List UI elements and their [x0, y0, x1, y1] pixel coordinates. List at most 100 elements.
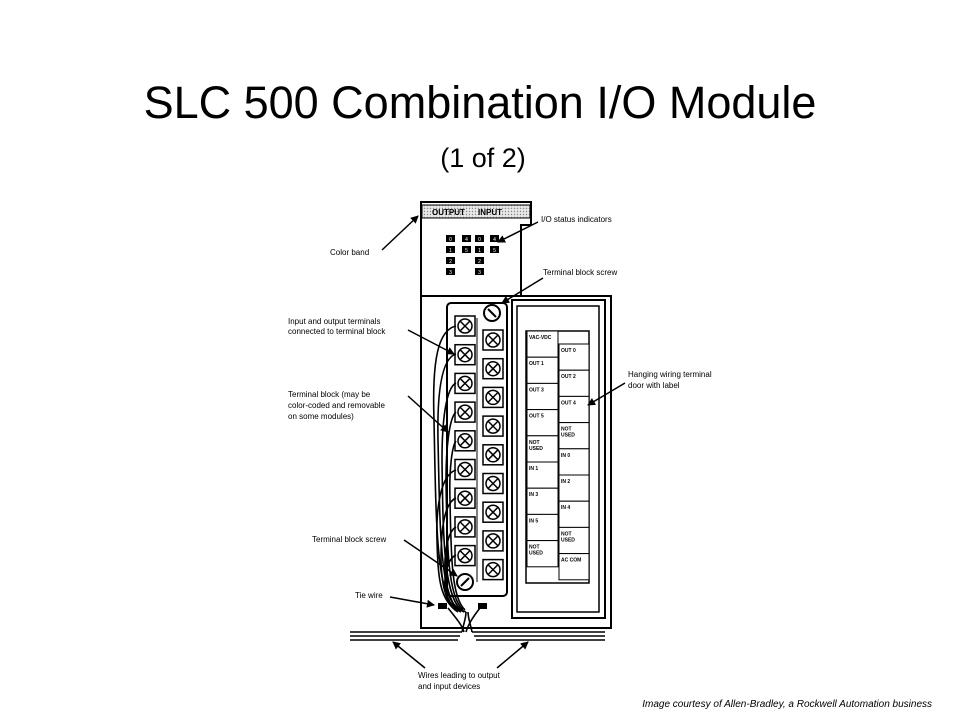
door-label-text: OUT 5: [529, 414, 544, 420]
door-label-cell: IN 4: [558, 500, 590, 528]
led-label: 0: [478, 237, 481, 243]
io-status-led: 3: [446, 268, 455, 276]
terminal-block-screw-bottom-callout: Terminal block screw: [312, 535, 386, 544]
subtitle-text: (1 of 2): [440, 143, 526, 173]
door-label-text: OUT 1: [529, 361, 544, 367]
door-label-cell: IN 3: [526, 487, 559, 515]
door-label-cell: OUT 0: [558, 343, 590, 371]
door-label-cell: AC COM: [558, 553, 590, 581]
door-label-text: IN 5: [529, 518, 538, 524]
door-label-text: USED: [561, 537, 575, 543]
io-terminals-callout-line-2: connected to terminal block: [288, 327, 386, 336]
door-label-text: NOT: [529, 440, 540, 446]
callout-leaders: [381, 215, 626, 669]
hanging-door-callout-line-1: Hanging wiring terminal: [628, 370, 712, 379]
door-label-text: NOT: [561, 531, 572, 537]
wires-callout-line-1: Wires leading to output: [418, 671, 501, 680]
io-status-led: 1: [446, 246, 455, 254]
terminal-screw: [482, 357, 504, 380]
terminal-block-screw-top-callout: Terminal block screw: [543, 268, 617, 277]
door-label-text: OUT 4: [561, 400, 576, 406]
led-label: 3: [478, 270, 481, 276]
door-label-cell: OUT 5: [526, 409, 559, 437]
door-label-cell: IN 2: [558, 474, 590, 502]
terminal-screw: [482, 415, 504, 437]
led-label: 1: [449, 248, 452, 254]
band-input-label: INPUT: [478, 208, 502, 217]
led-label: 4: [493, 237, 496, 243]
io-status-led: 4: [490, 235, 499, 243]
terminal-block-callout-line-2: color-coded and removable: [288, 401, 385, 410]
door-label-cell: VAC-VDC: [526, 330, 559, 358]
led-label: 4: [465, 237, 468, 243]
door-label-cell: IN 0: [558, 448, 590, 476]
led-label: 3: [449, 270, 452, 276]
door-label-text: USED: [561, 433, 575, 439]
terminal-screw: [454, 430, 476, 452]
terminal-block-screw-bottom: [456, 573, 474, 591]
wire-bundle: [350, 325, 605, 641]
tie-wire-callout: Tie wire: [355, 591, 383, 600]
io-status-led: 0: [475, 235, 484, 243]
door-label-text: OUT 2: [561, 374, 576, 380]
terminal-screw: [454, 458, 476, 481]
door-label-cell: OUT 2: [558, 369, 590, 397]
io-status-indicators-callout: I/O status indicators: [541, 215, 612, 224]
led-label: 0: [449, 237, 452, 243]
terminal-screw: [482, 329, 504, 351]
terminal-screw: [454, 372, 476, 395]
hanging-door-callout-line-2: door with label: [628, 381, 680, 390]
io-status-led: 5: [490, 246, 499, 254]
terminal-screw: [482, 530, 504, 552]
color-band-callout: Color band: [330, 248, 369, 257]
terminal-block-callout-line-1: Terminal block (may be: [288, 390, 371, 399]
page-title: SLC 500 Combination I/O Module: [143, 77, 817, 128]
page-subtitle: (1 of 2): [0, 142, 960, 174]
io-status-led: 0: [446, 235, 455, 243]
door-label-text: NOT: [561, 427, 572, 433]
terminal-screw: [454, 544, 476, 567]
door-label-text: IN 3: [529, 492, 538, 498]
terminal-screw: [454, 315, 476, 337]
door-label-text: AC COM: [561, 558, 581, 564]
led-label: 2: [478, 259, 481, 265]
door-label-cell: OUT 4: [558, 395, 590, 424]
io-status-led: 5: [462, 246, 471, 254]
io-status-led: 2: [475, 257, 484, 265]
door-label-text: IN 0: [561, 453, 570, 459]
door-label-text: IN 2: [561, 479, 570, 485]
door-label-text: VAC-VDC: [529, 335, 552, 341]
tie-wire: [438, 603, 487, 609]
io-terminals-callout-line-1: Input and output terminals: [288, 317, 381, 326]
terminal-block-callout-line-3: on some modules): [288, 412, 354, 421]
door-label-cell: OUT 1: [526, 356, 559, 384]
led-label: 5: [465, 248, 468, 254]
terminal-screw: [482, 501, 504, 523]
terminal-screw: [454, 516, 476, 538]
terminal-screw: [454, 343, 476, 366]
terminal-screw: [482, 558, 504, 581]
door-label-text: OUT 0: [561, 348, 576, 354]
wires-callout-line-2: and input devices: [418, 682, 480, 691]
terminal-block: [446, 302, 508, 597]
door-label-text: IN 1: [529, 466, 538, 472]
terminal-screw: [482, 472, 504, 495]
band-output-label: OUTPUT: [432, 208, 465, 217]
terminal-screw: [454, 401, 476, 423]
terminal-screw: [482, 386, 504, 409]
door-label-cell: IN 5: [526, 513, 559, 542]
door-label-text: IN 4: [561, 505, 570, 511]
door-label-text: OUT 3: [529, 387, 544, 393]
io-status-led: 1: [475, 246, 484, 254]
door-label-text: USED: [529, 446, 543, 452]
led-label: 1: [478, 248, 481, 254]
io-status-led: 2: [446, 257, 455, 265]
door-label-text: USED: [529, 551, 543, 557]
door-label-cell: IN 1: [526, 461, 559, 489]
